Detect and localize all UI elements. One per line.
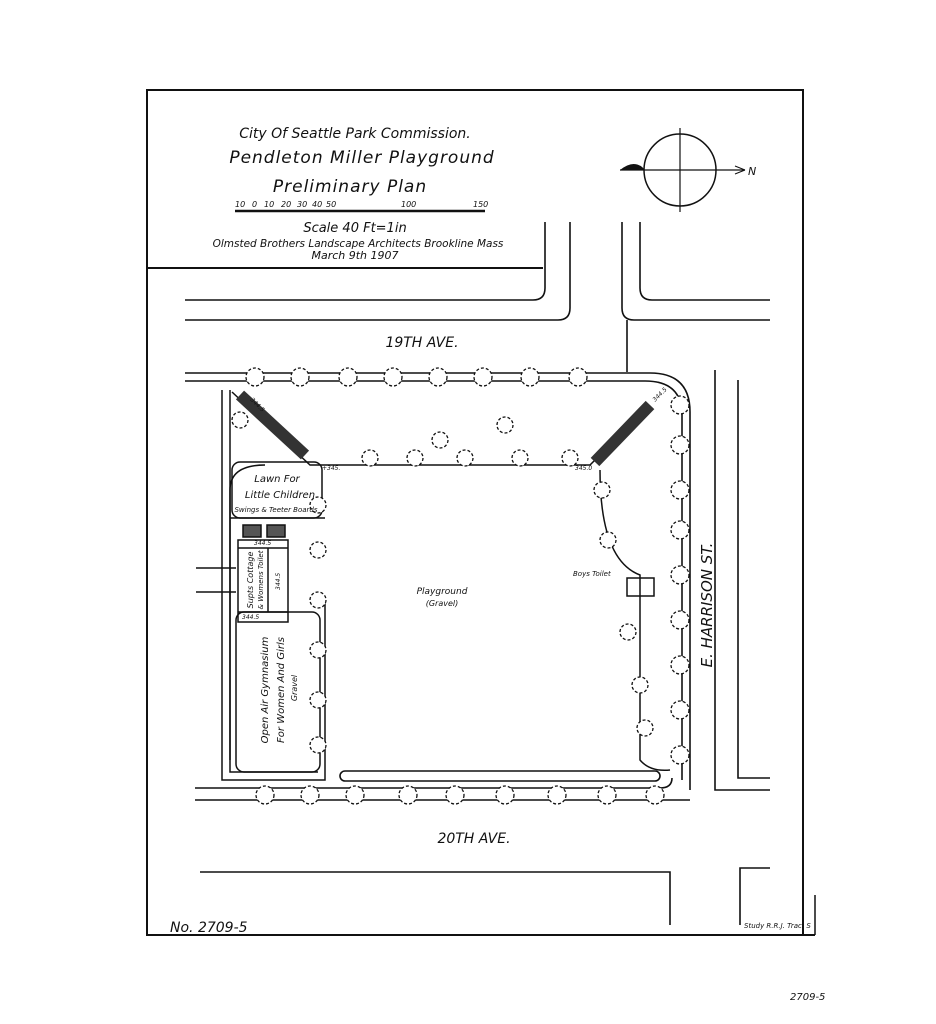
elevation-label: 344.5 [651,386,668,403]
sheet-number: No. 2709-5 [170,920,248,936]
tree-symbol [309,691,327,709]
scale-tick: 20 [281,200,291,209]
tree-symbol [406,449,424,467]
gym-label: For Women And Girls [276,637,287,743]
date-text: March 9th 1907 [311,249,398,262]
tree-symbol [619,623,637,641]
tree-symbol [231,411,249,429]
tree-symbol [636,719,654,737]
scale-tick: 10 [264,200,274,209]
gym-label: Open Air Gymnasium [260,636,271,743]
scale-tick: 0 [252,200,257,209]
tree-symbol [309,591,327,609]
margin-number: 2709-5 [790,992,825,1003]
street-label-20th-ave: 20TH AVE. [437,831,510,847]
scale-tick: 30 [297,200,307,209]
elevation-label: 344.5 [275,573,282,590]
tree-symbol [361,449,379,467]
architect-text: Olmsted Brothers Landscape Architects Br… [213,238,504,250]
tree-symbol [597,785,617,805]
park-layout [196,390,671,781]
plan-title: Pendleton Miller Playground [229,148,494,168]
scale-text: Scale 40 Ft=1in [303,221,406,236]
tree-symbol [300,785,320,805]
credit-text: Study R.R.J. Trac. S [744,922,811,930]
street-label-19th-ave: 19TH AVE. [385,335,458,351]
plan-subtitle: Preliminary Plan [273,177,427,197]
tree-symbol [593,481,611,499]
cottage-label: & Womens Toilet [257,550,265,609]
street-label-harrison: E. HARRISON ST. [698,543,716,668]
tree-symbol [670,435,690,455]
tree-symbol [670,480,690,500]
tree-symbol [511,449,529,467]
commission-text: City Of Seattle Park Commission. [239,126,471,142]
elevation-label: 344.5 [242,614,259,621]
tree-symbol [445,785,465,805]
elevation-label: 344.5 [254,540,271,547]
tree-symbol [547,785,567,805]
tree-symbol [561,449,579,467]
tree-symbol [496,416,514,434]
title-block: City Of Seattle Park Commission. Pendlet… [147,126,543,269]
playground-label: (Gravel) [426,599,459,608]
tree-symbol [255,785,275,805]
tree-symbol [431,431,449,449]
elevation-label: 345.0 [575,465,592,472]
tree-symbol [456,449,474,467]
tree-symbol [670,610,690,630]
tree-symbol [670,745,690,765]
north-arrow-compass: N [620,128,756,212]
elevation-label: +345. [322,465,340,472]
lawn-label: Lawn For [254,474,300,485]
tree-symbol [520,367,540,387]
tree-symbol [670,655,690,675]
scale-tick: 100 [401,200,416,209]
tree-symbol [473,367,493,387]
cottage-label: Supts Cottage [246,552,255,609]
tree-symbol [345,785,365,805]
tree-symbol [290,367,310,387]
scale-tick: 150 [473,200,488,209]
tree-symbol [245,367,265,387]
tree-symbol [670,395,690,415]
tree-symbol [383,367,403,387]
tree-symbol [338,367,358,387]
street-trees [231,367,690,805]
tree-symbol [309,541,327,559]
lawn-label: Little Children [245,490,315,501]
lawn-label: Swings & Teeter Boards [234,506,317,514]
tree-symbol [309,496,327,514]
tree-symbol [670,700,690,720]
tree-symbol [309,736,327,754]
tree-symbol [428,367,448,387]
scale-bar: 10 0 10 20 30 40 50 100 150 [235,200,488,213]
boys-toilet-label: Boys Toilet [573,570,611,578]
tree-symbol [568,367,588,387]
tree-symbol [645,785,665,805]
scale-tick: 50 [326,200,336,209]
tree-symbol [631,676,649,694]
playground-label: Playground [417,587,468,597]
scale-tick: 40 [312,200,322,209]
tree-symbol [495,785,515,805]
gym-label: Gravel [290,674,299,701]
scale-tick: 10 [235,200,245,209]
tree-symbol [309,641,327,659]
tree-symbol [398,785,418,805]
north-label: N [748,165,756,178]
tree-symbol [599,531,617,549]
tree-symbol [670,520,690,540]
tree-symbol [670,565,690,585]
